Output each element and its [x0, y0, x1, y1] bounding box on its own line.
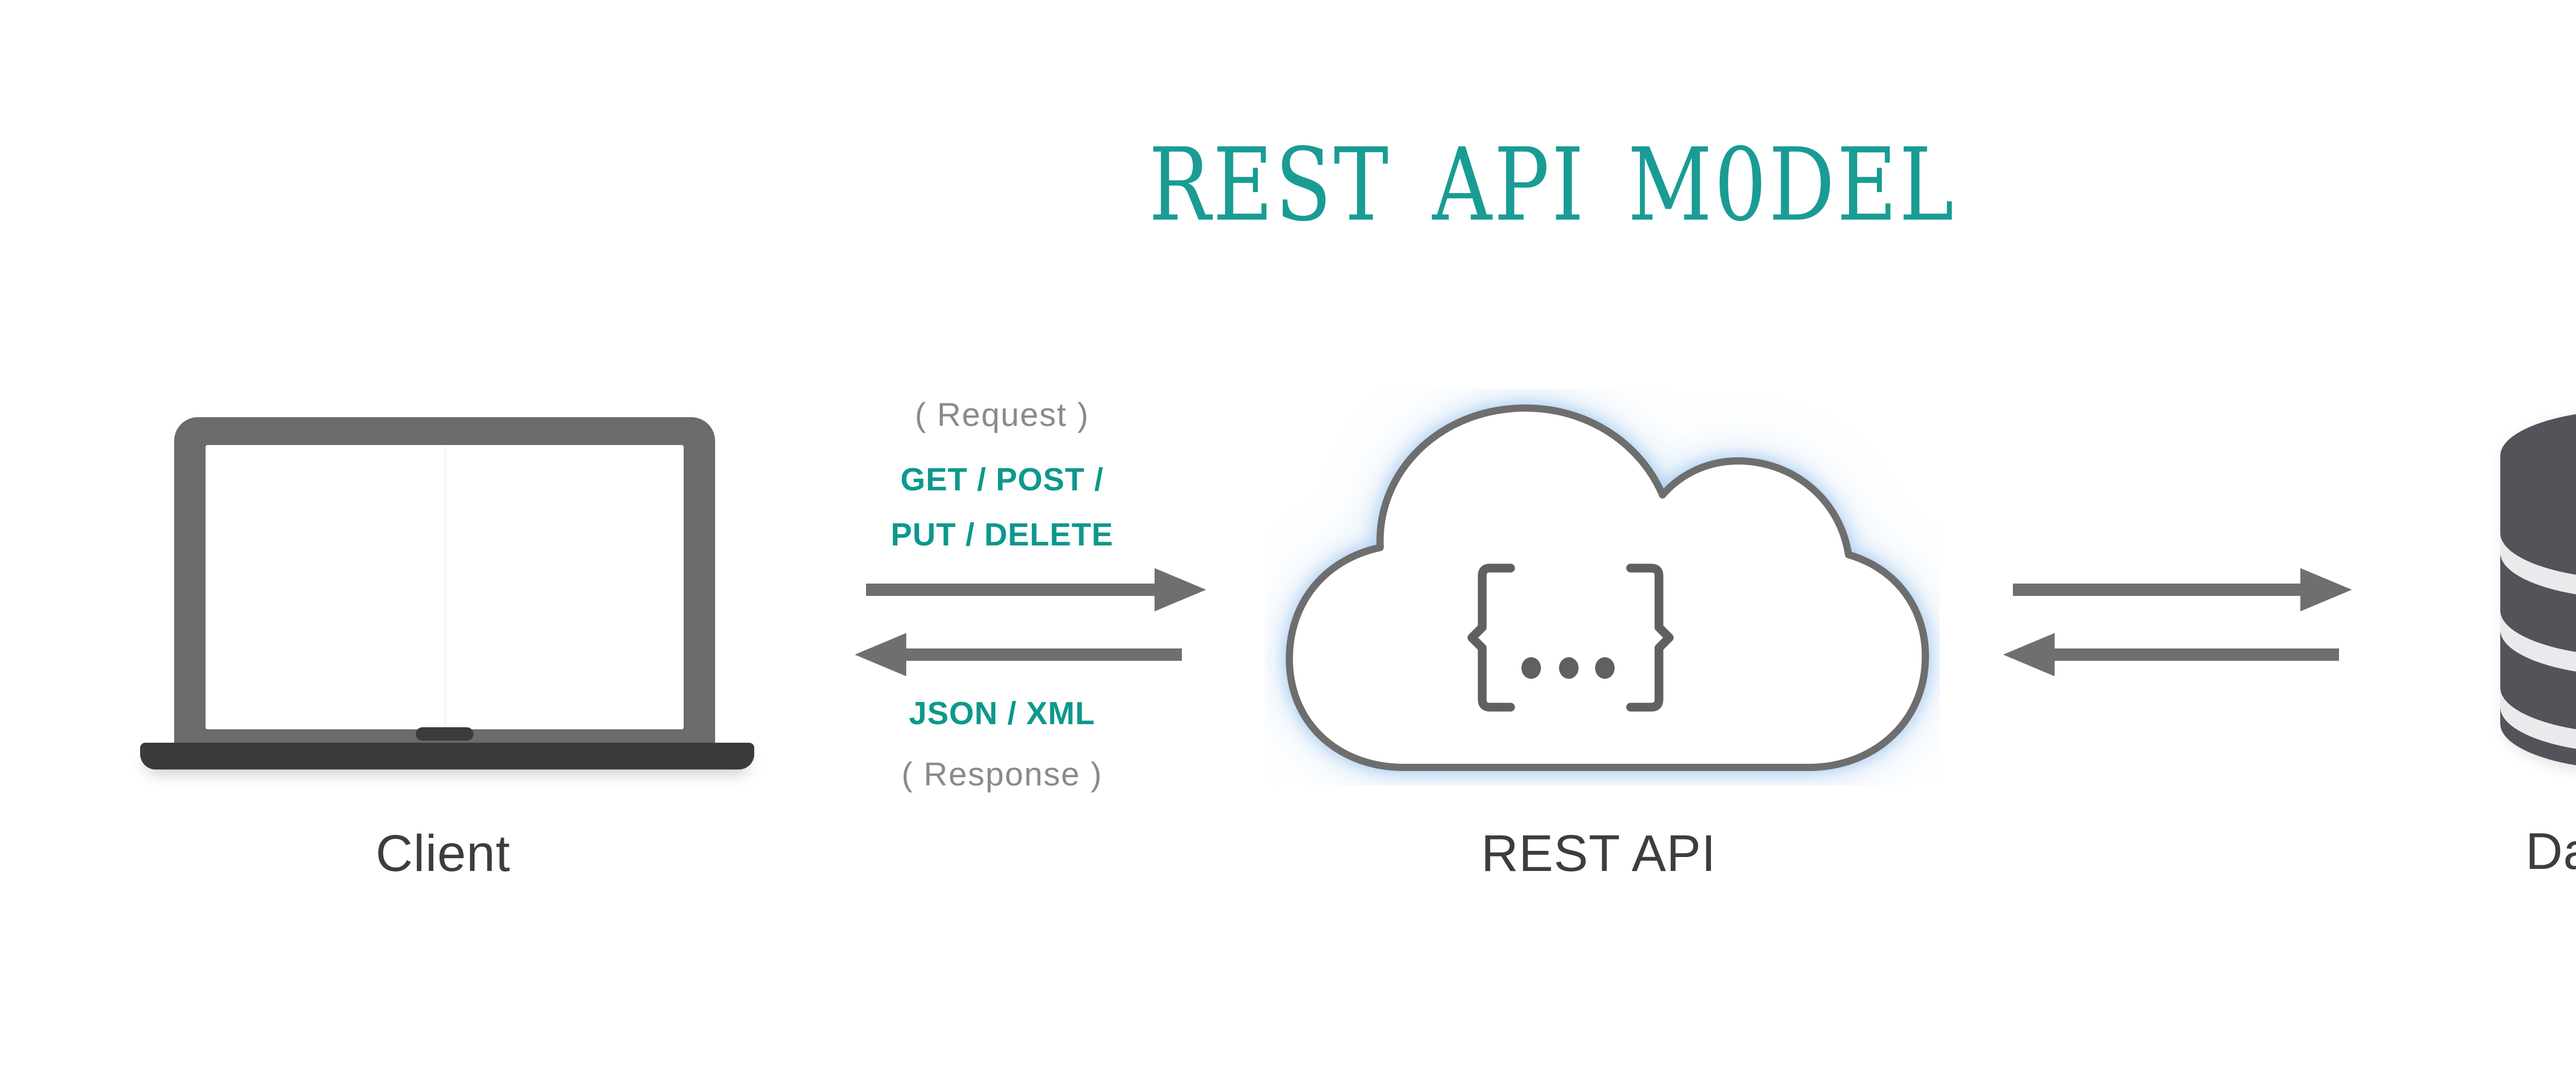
- database-icon: [2500, 414, 2576, 765]
- laptop-screen: [206, 445, 684, 729]
- response-arrow-icon: [855, 633, 1182, 676]
- response-arrow-shaft: [904, 648, 1182, 661]
- cloud-outline: [1285, 404, 1929, 771]
- request-caption: ( Request ): [914, 396, 1090, 433]
- response-caption: ( Response ): [901, 756, 1103, 793]
- request-arrow-head: [1155, 568, 1206, 611]
- response-formats: JSON / XML: [909, 696, 1095, 731]
- code-braces-icon: [1467, 563, 1674, 712]
- laptop-base: [140, 743, 754, 769]
- cloud-icon: [1285, 404, 1929, 771]
- right-brace: [1626, 563, 1674, 712]
- ellipsis-dots-icon: [1521, 657, 1615, 679]
- left-brace: [1467, 563, 1515, 712]
- request-arrow-shaft: [866, 584, 1157, 596]
- laptop-icon: [140, 417, 754, 769]
- rest-api-label: REST API: [1481, 825, 1717, 882]
- request-methods-line1: GET / POST /: [900, 462, 1104, 498]
- database-discs: [2500, 414, 2576, 765]
- database-to-api-arrow-shaft: [2053, 648, 2339, 661]
- database-label: Database: [2525, 823, 2576, 880]
- database-to-api-arrow-icon: [2003, 633, 2339, 676]
- api-to-database-arrow-icon: [2013, 568, 2352, 611]
- api-to-database-arrow-shaft: [2013, 584, 2302, 596]
- client-label: Client: [376, 825, 511, 882]
- laptop-screen-bezel: [174, 417, 715, 743]
- database-to-api-arrow-head: [2003, 633, 2055, 676]
- request-arrow-icon: [866, 568, 1206, 611]
- request-methods-line2: PUT / DELETE: [890, 517, 1114, 553]
- diagram-title: REST API M0DEL: [1148, 126, 1956, 244]
- laptop-screen-seam: [445, 445, 446, 729]
- laptop-notch: [416, 727, 473, 741]
- response-arrow-head: [855, 633, 906, 676]
- client-api-flow-labels: ( Request ) GET / POST / PUT / DELETE JS…: [845, 0, 1159, 1078]
- api-to-database-arrow-head: [2300, 568, 2352, 611]
